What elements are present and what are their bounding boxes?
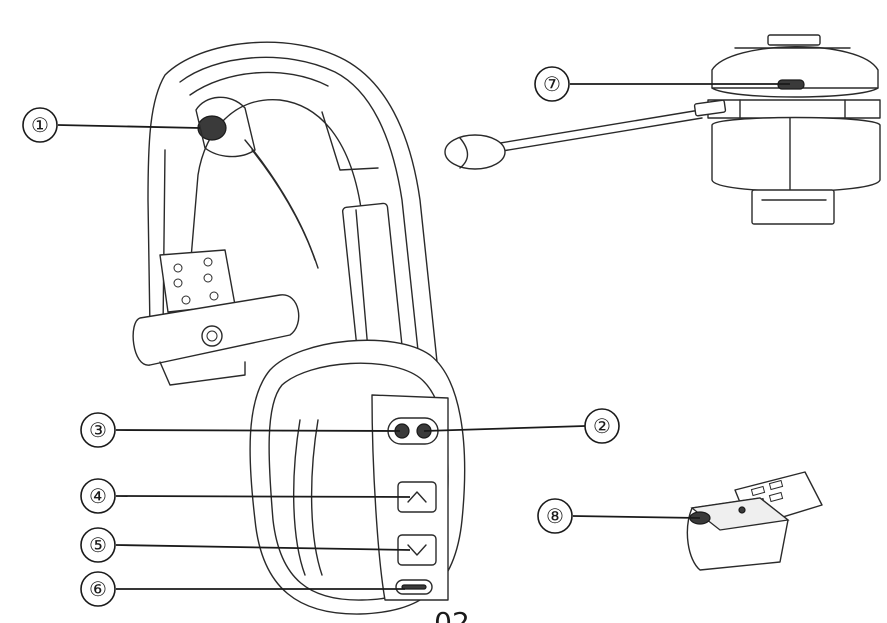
- callout-label: ⑥: [89, 577, 107, 601]
- callout-6: ⑥: [80, 571, 405, 607]
- boom-mic-foam: [444, 134, 506, 170]
- callout-label: ②: [593, 414, 611, 438]
- callout-7: ⑦: [534, 66, 790, 102]
- callout-label: ④: [89, 484, 107, 508]
- ear-cup-side-view: [444, 34, 881, 225]
- callout-2: ②: [423, 408, 620, 444]
- page-number: 02: [434, 606, 470, 623]
- callout-label: ③: [89, 418, 107, 442]
- side-bracket: [159, 249, 236, 313]
- bracket-holes: [173, 257, 219, 305]
- callout-4: ④: [80, 478, 411, 514]
- callout-8: ⑧: [537, 498, 701, 534]
- callout-label: ①: [31, 113, 49, 137]
- callout-3: ③: [80, 412, 401, 448]
- callout-label: ⑧: [546, 504, 564, 528]
- callout-5: ⑤: [80, 527, 411, 563]
- headband: [147, 41, 441, 393]
- callout-1: ①: [22, 107, 201, 143]
- usb-dongle: [686, 471, 823, 571]
- headset-illustration: [132, 41, 466, 615]
- callout-label: ⑦: [543, 72, 561, 96]
- callout-label: ⑤: [89, 533, 107, 557]
